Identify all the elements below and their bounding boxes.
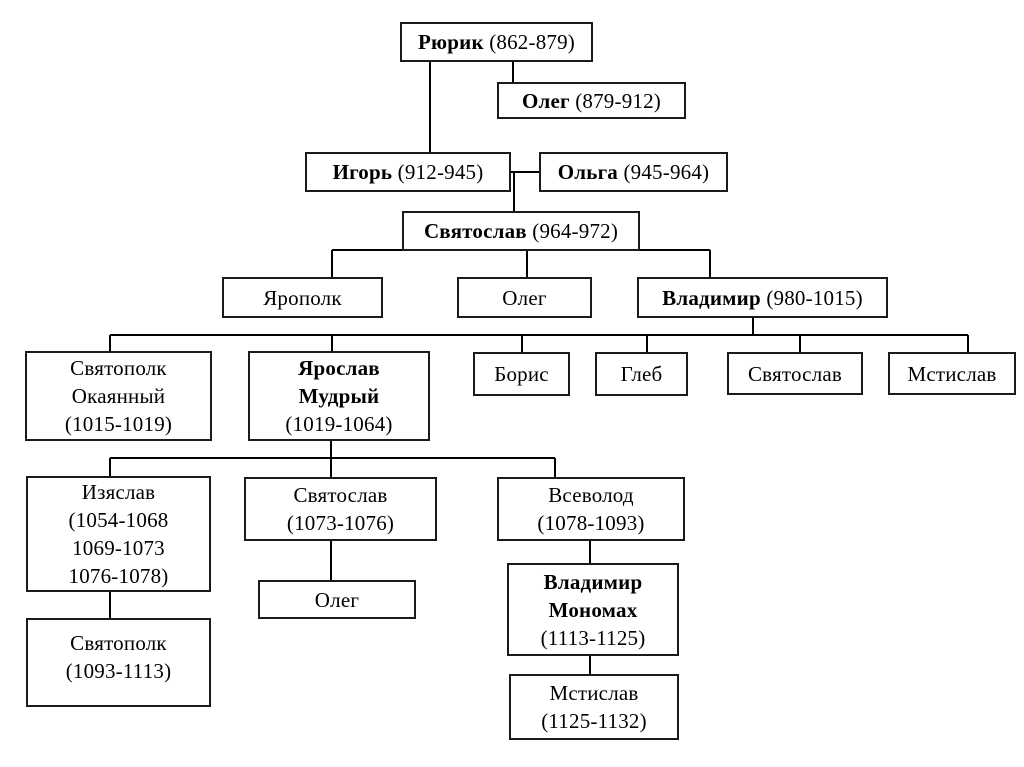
node-line: Рюрик (862-879) [418, 28, 575, 56]
node-line: Ярополк [263, 284, 342, 312]
node-line: (1015-1019) [65, 410, 172, 438]
person-name-text: Святослав [293, 483, 388, 507]
node-line: (1113-1125) [541, 624, 646, 652]
tree-node-igor: Игорь (912-945) [305, 152, 511, 192]
node-line: Игорь (912-945) [333, 158, 484, 186]
person-name-text: Глеб [620, 362, 663, 386]
node-line: (1093-1113) [66, 657, 172, 685]
reign-dates-text: (862-879) [489, 30, 575, 54]
node-line: Олег (879-912) [522, 87, 661, 115]
reign-dates-text: (1019-1064) [285, 412, 393, 436]
person-name-text: Святослав [747, 361, 843, 386]
node-line: Ярослав [298, 354, 380, 382]
node-line: 1076-1078) [69, 562, 169, 590]
node-line: Глеб [621, 360, 663, 388]
node-line: Святослав [293, 481, 387, 509]
person-name-text: Олег [521, 88, 576, 113]
node-line: Святослав (964-972) [424, 217, 618, 245]
node-line: (1054-1068 [69, 506, 169, 534]
person-name-text: Олег [502, 285, 547, 310]
tree-node-svyatoslav-964-972: Святослав (964-972) [402, 211, 640, 251]
reign-dates-text: (1125-1132) [541, 709, 647, 733]
tree-node-svyatopolk-1093-1113: Святополк (1093-1113) [26, 618, 211, 707]
node-line: Святослав [748, 360, 842, 388]
person-name-text: Олег [314, 587, 360, 612]
tree-node-svyatoslav-1073-1076: Святослав (1073-1076) [244, 477, 437, 541]
tree-node-mstislav-1125-1132: Мстислав (1125-1132) [509, 674, 679, 740]
node-line: Ольга (945-964) [558, 158, 710, 186]
reign-dates-text: (945-964) [623, 160, 710, 184]
person-name-text: Мудрый [298, 384, 380, 408]
node-line: Мстислав [549, 679, 638, 707]
person-name-text: Святополк [70, 356, 167, 380]
person-name-text: Владимир [662, 285, 767, 310]
reign-dates-text: (980-1015) [766, 285, 863, 310]
person-name-text: Игорь [332, 160, 398, 184]
node-line: 1069-1073 [72, 534, 165, 562]
node-line: Владимир (980-1015) [662, 284, 863, 312]
person-name-text: Всеволод [548, 483, 634, 507]
person-name-text: Святополк [70, 631, 167, 655]
node-line: (1125-1132) [541, 707, 647, 735]
person-name-text: Ярослав [298, 356, 380, 380]
node-line: Мстислав [907, 360, 996, 388]
person-name-text: Мстислав [907, 361, 997, 386]
tree-node-mstislav-son-vladimira: Мстислав [888, 352, 1016, 395]
node-line: (1073-1076) [287, 509, 394, 537]
person-name-text: Владимир [543, 569, 643, 594]
person-name-text: Борис [494, 362, 549, 386]
tree-node-boris: Борис [473, 352, 570, 396]
node-line: Изяслав [82, 478, 156, 506]
person-name-text: Ольга [557, 160, 624, 184]
tree-node-oleg-879-912: Олег (879-912) [497, 82, 686, 119]
tree-node-oleg-son-svyatoslav: Олег [457, 277, 592, 318]
reign-dates-text: (1015-1019) [64, 412, 173, 436]
tree-node-oleg-son-svyatoslava2: Олег [258, 580, 416, 619]
person-name-text: Ярополк [263, 285, 342, 310]
reign-dates-text: (1054-1068 [68, 508, 169, 532]
node-line: Святополк [70, 354, 167, 382]
node-line: Святополк [70, 629, 167, 657]
node-line: Всеволод [548, 481, 634, 509]
node-line: Мономах [549, 596, 638, 624]
tree-node-gleb: Глеб [595, 352, 688, 396]
reign-dates-text: (912-945) [397, 160, 484, 184]
tree-node-vsevolod: Всеволод (1078-1093) [497, 477, 685, 541]
person-name-text: Изяслав [81, 480, 156, 504]
reign-dates-text: (1073-1076) [286, 511, 395, 535]
node-line: Олег [315, 586, 359, 614]
node-line: (1078-1093) [537, 509, 644, 537]
node-line: Владимир [544, 568, 643, 596]
node-line: Окаянный [72, 382, 165, 410]
reign-dates-text: (1093-1113) [65, 659, 172, 683]
reign-dates-text: (964-972) [532, 219, 619, 243]
reign-dates-text: (879-912) [575, 88, 661, 113]
person-name-text: Святослав [423, 219, 533, 243]
tree-node-olga: Ольга (945-964) [539, 152, 728, 192]
tree-node-svyatoslav-son-vladimira: Святослав [727, 352, 863, 395]
tree-node-yaropolk: Ярополк [222, 277, 383, 318]
node-line: (1019-1064) [285, 410, 392, 438]
person-name-text: Мстислав [549, 681, 639, 705]
tree-node-izyaslav: Изяслав (1054-1068 1069-1073 1076-1078) [26, 476, 211, 592]
reign-dates-text: (1113-1125) [540, 625, 646, 650]
reign-dates-text: 1069-1073 [72, 536, 165, 560]
node-line: Борис [494, 360, 549, 388]
reign-dates-text: (1078-1093) [537, 511, 645, 535]
person-name-text: Рюрик [418, 30, 490, 54]
node-line: Олег [502, 284, 546, 312]
tree-node-vladimir-980-1015: Владимир (980-1015) [637, 277, 888, 318]
person-name-text: Окаянный [71, 384, 166, 408]
tree-node-rurik: Рюрик (862-879) [400, 22, 593, 62]
person-name-text: Мономах [548, 597, 638, 622]
reign-dates-text: 1076-1078) [68, 564, 169, 588]
node-line: Мудрый [299, 382, 380, 410]
